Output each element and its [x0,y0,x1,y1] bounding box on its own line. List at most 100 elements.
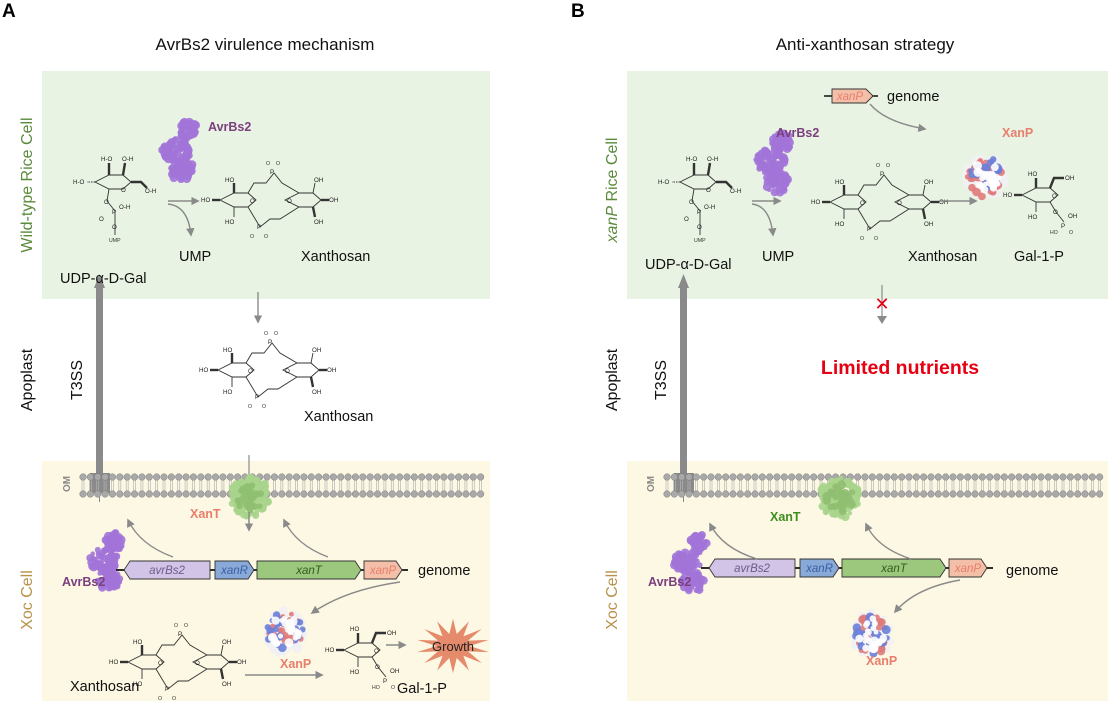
atom-label: OH [312,347,321,354]
atom-label: O [104,199,109,206]
lipid-head [949,490,957,498]
protein-surface-patch [161,143,167,149]
b-t3ss-arrowhead-icon [678,274,689,288]
lipid-head [854,473,862,481]
gene-name: xanP [369,565,397,577]
lipid-head [366,473,374,481]
protein-surface-patch [837,480,847,490]
gene-xanP [948,558,988,578]
lipid-head [692,473,700,481]
lipid-head [1081,473,1089,481]
protein-surface-patch [989,181,998,190]
lipid-head [964,473,972,481]
protein-surface-patch [228,484,237,492]
protein-surface-patch [185,128,193,136]
lipid-head [189,473,198,481]
atom-label: P [268,339,272,346]
protein-surface-patch [278,633,284,639]
atom-label: OH [390,668,399,675]
lipid-head [714,490,722,498]
host-cell-region [42,71,490,299]
protein-surface-patch [97,570,103,576]
protein-surface-patch [778,163,784,169]
lipid-head [204,473,212,481]
lipid-head [270,473,279,481]
atom-label: P [112,209,116,216]
lipid-head [1037,473,1045,481]
protein-surface-patch [87,559,95,567]
atom-label: O [1053,209,1058,216]
xanp-enzyme-icon [263,606,308,657]
b-xanp-expression-arrow-icon [893,579,961,614]
lipid-head [138,490,146,498]
protein-surface-patch [240,508,247,515]
protein-surface-patch [171,137,178,143]
atom-label: O [248,368,253,375]
protein-surface-patch [780,156,789,165]
protein-surface-patch [292,634,299,641]
lipid-head [351,473,360,481]
lipid-head [729,490,737,498]
panel-letter-a: A [2,1,16,22]
atom-label: HO [199,367,208,374]
protein-surface-patch [180,125,186,132]
protein-surface-patch [827,503,835,511]
lipid-head [1088,473,1096,481]
lipid-head [344,473,352,481]
protein-surface-patch [837,488,844,495]
protein-surface-patch [863,622,870,628]
atom-label: OH [387,630,396,637]
atom-label: O [158,696,162,701]
lipid-head [920,473,928,481]
lipid-head [292,490,301,498]
atom-label: O [874,236,878,242]
lipid-head [736,473,744,481]
lipid-head [993,490,1001,498]
lipid-head [795,490,803,498]
lipid-head [322,490,330,498]
lipid-head [758,473,766,481]
protein-surface-patch [968,183,976,192]
lipid-head [175,473,183,481]
protein-surface-patch [772,142,778,148]
atom-label: O [886,163,890,169]
b-xanp-label: XanP [1002,126,1033,140]
lipid-head [1059,490,1067,498]
protein-surface-patch [235,497,245,506]
lipid-head [678,473,686,481]
lipid-head [1074,490,1082,498]
lipid-head [145,473,153,481]
atom-label: O-H [122,156,133,163]
lipid-head [788,490,796,498]
lipid-head [788,473,796,481]
protein-surface-patch [968,168,973,174]
lipid-head [685,473,693,481]
protein-surface-patch [228,500,236,507]
protein-surface-patch [764,148,771,154]
growth-label: Growth [432,639,474,654]
lipid-head [344,490,352,498]
protein-surface-patch [256,503,263,510]
atom-label: HO [133,639,142,646]
atom-label: HO [1003,192,1012,199]
protein-surface-patch [980,171,989,179]
lipid-head [714,473,722,481]
protein-surface-patch [768,177,778,187]
lipid-head [204,490,212,498]
protein-surface-patch [971,156,978,163]
atom-label: O-H [704,204,715,211]
lipid-head [1074,473,1082,481]
lipid-head [396,473,404,481]
protein-surface-patch [186,165,194,174]
xanp-transgene: xanP [824,88,878,104]
protein-surface-patch [822,508,829,516]
lipid-head [285,473,293,481]
xant-expression-arrow-icon [283,518,329,558]
lipid-head [307,473,315,481]
lipid-head [462,490,470,498]
atom-label: HO [223,389,232,396]
